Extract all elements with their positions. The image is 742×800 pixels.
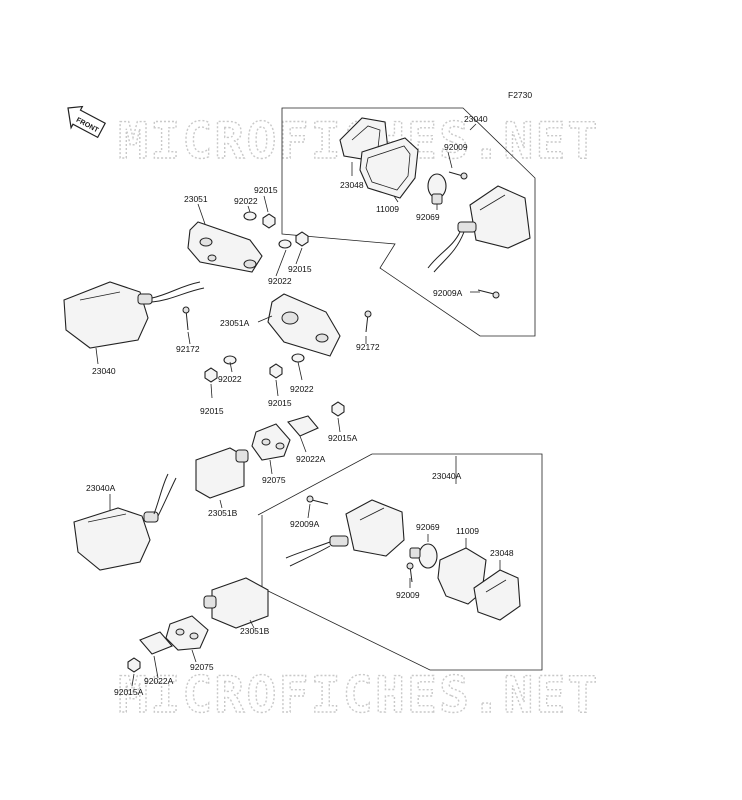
- damper-92075-bottom: [165, 615, 209, 651]
- label-92022-d: 92022: [290, 384, 314, 394]
- mount-23051: [187, 221, 263, 273]
- label-92009-bottom: 92009: [396, 590, 420, 600]
- label-92075-bottom: 92075: [190, 662, 214, 672]
- label-92009A-bottom: 92009A: [290, 519, 320, 529]
- nut-92015-a: [262, 213, 276, 229]
- label-23051B-bottom: 23051B: [240, 626, 270, 636]
- label-92015-b: 92015: [288, 264, 312, 274]
- label-92075-top: 92075: [262, 475, 286, 485]
- label-92022-c: 92022: [218, 374, 242, 384]
- nut-92015-c: [204, 367, 218, 383]
- nut-92015-d: [269, 363, 283, 379]
- housing-23040A-right: [329, 499, 405, 557]
- rubber-92022A-top: [287, 415, 319, 437]
- label-92172-right: 92172: [356, 342, 380, 352]
- label-92022-a: 92022: [234, 196, 258, 206]
- wire-23040A-left: [157, 477, 177, 517]
- screw-92009-bottom: [406, 562, 414, 583]
- bolt-92172-right: [364, 310, 372, 333]
- housing-23040-left: [63, 281, 153, 349]
- screw-92009-top: [448, 171, 468, 180]
- label-92009-top: 92009: [444, 142, 468, 152]
- front-arrow-icon: FRONT: [67, 105, 107, 139]
- wire-top-right: [427, 231, 461, 269]
- wire-left-top: [151, 281, 201, 299]
- watermark-bottom: MICROFICHES.NET: [118, 666, 600, 724]
- label-92015-d: 92015: [268, 398, 292, 408]
- label-92015A-bottom: 92015A: [114, 687, 144, 697]
- bulb-92069-bottom: [409, 543, 438, 569]
- leader-lines: [95, 123, 501, 687]
- bottom-right-group-frame: [257, 453, 543, 671]
- label-92022A-top: 92022A: [296, 454, 326, 464]
- housing-23040-top-right: [457, 185, 531, 249]
- label-92022-b: 92022: [268, 276, 292, 286]
- label-23040A-right: 23040A: [432, 471, 462, 481]
- label-92015-c: 92015: [200, 406, 224, 416]
- washer-92022-b: [278, 239, 292, 249]
- label-23040A-left: 23040A: [86, 483, 116, 493]
- label-92022A-bottom: 92022A: [144, 676, 174, 686]
- nut-92015-b: [295, 231, 309, 247]
- nut-92015A-top: [331, 401, 345, 417]
- stay-23051B-bottom: [203, 577, 269, 629]
- screw-92009A-top: [477, 289, 500, 299]
- label-11009-top: 11009: [376, 204, 399, 214]
- label-92009A-top: 92009A: [433, 288, 463, 298]
- label-23040-left: 23040: [92, 366, 116, 376]
- figure-code: F2730: [508, 90, 532, 100]
- label-92069-top: 92069: [416, 212, 440, 222]
- bolt-92172-left: [182, 306, 190, 331]
- damper-92075-top: [251, 423, 291, 461]
- label-23040-top: 23040: [464, 114, 488, 124]
- label-23051B-top: 23051B: [208, 508, 238, 518]
- label-92069-bottom: 92069: [416, 522, 440, 532]
- label-23051: 23051: [184, 194, 208, 204]
- label-23048-top: 23048: [340, 180, 364, 190]
- stay-23051B-top: [195, 447, 249, 499]
- label-23051A: 23051A: [220, 318, 250, 328]
- washer-92022-d: [291, 353, 305, 363]
- bulb-92069-top: [427, 173, 447, 205]
- mount-23051A: [267, 293, 341, 357]
- label-23048-bottom: 23048: [490, 548, 514, 558]
- screw-92009A-bottom: [306, 495, 329, 505]
- washer-92022-a: [243, 211, 257, 221]
- nut-92015A-bottom: [127, 657, 141, 673]
- label-11009-bottom: 11009: [456, 526, 479, 536]
- rubber-92022A-bottom: [139, 631, 173, 655]
- label-92015A-top: 92015A: [328, 433, 358, 443]
- label-92015-a: 92015: [254, 185, 278, 195]
- housing-23040A-left: [73, 507, 159, 571]
- label-92172-left: 92172: [176, 344, 200, 354]
- top-right-group-frame: [281, 107, 536, 337]
